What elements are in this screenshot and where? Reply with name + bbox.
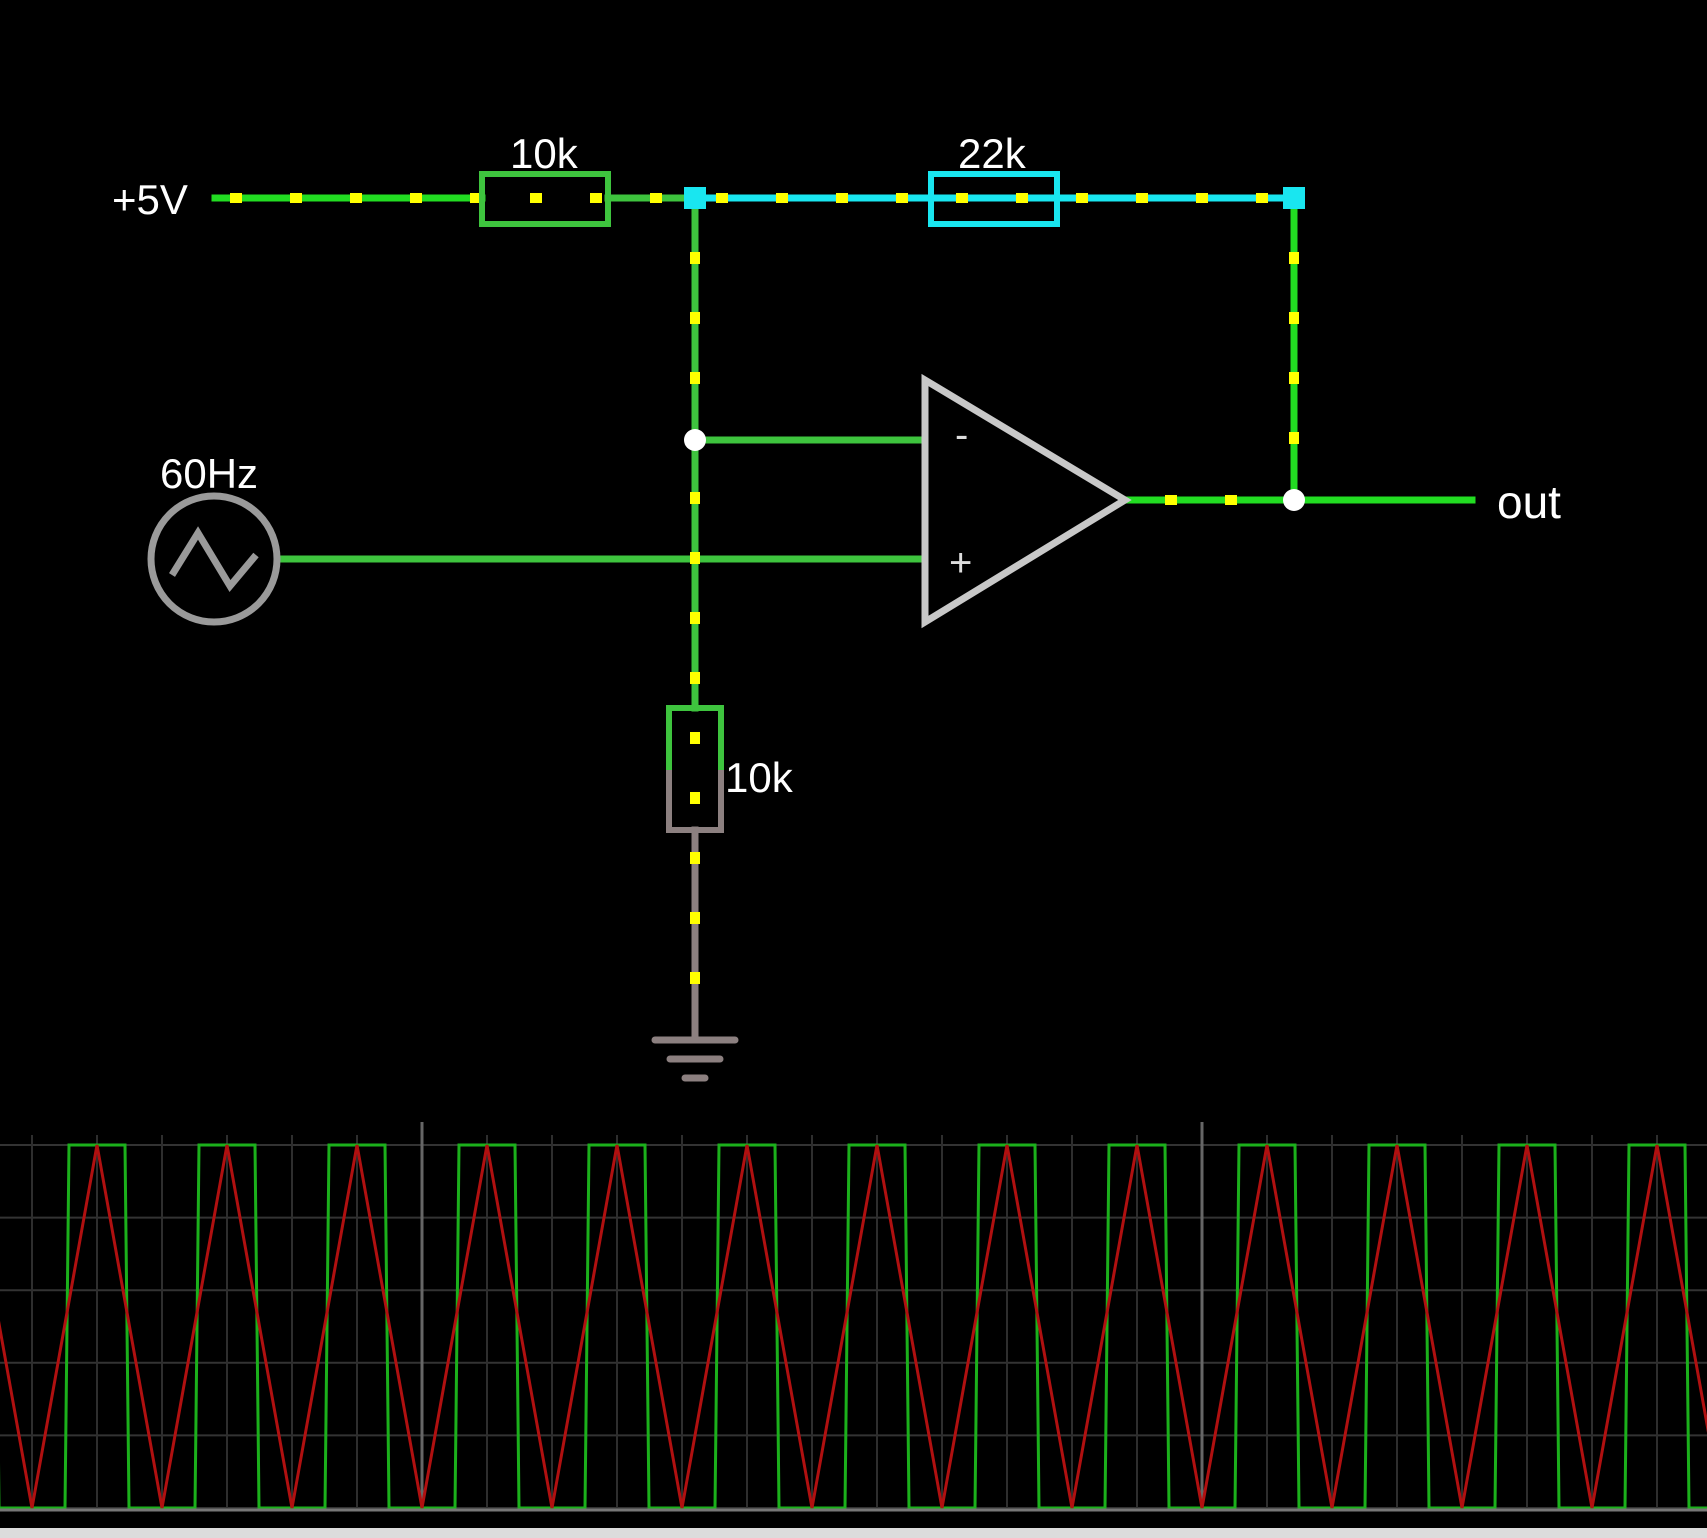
current-dots bbox=[230, 193, 1299, 1010]
resistor-ground-top-segment bbox=[666, 705, 724, 770]
supply-label: +5V bbox=[112, 176, 188, 223]
sine-wave-icon bbox=[169, 526, 259, 593]
resistor-input-label: 10k bbox=[510, 130, 579, 177]
node-inverting[interactable] bbox=[684, 429, 706, 451]
resistor-ground[interactable] bbox=[666, 705, 724, 833]
opamp[interactable] bbox=[921, 373, 1132, 629]
output-label: out bbox=[1497, 476, 1561, 528]
resistor-ground-label: 10k bbox=[725, 754, 794, 801]
resistor-feedback[interactable] bbox=[928, 171, 1060, 227]
opamp-minus-label: - bbox=[955, 413, 968, 457]
opamp-plus-label: + bbox=[949, 541, 972, 585]
scope-bottom-bar bbox=[0, 1528, 1707, 1538]
ac-source[interactable] bbox=[147, 492, 281, 626]
scope-trace-triangle bbox=[0, 1144, 1707, 1509]
scope[interactable] bbox=[0, 1118, 1707, 1538]
ground-icon bbox=[651, 1036, 739, 1082]
node-top-right[interactable] bbox=[1283, 187, 1305, 209]
scope-trace-square bbox=[0, 1143, 1707, 1510]
node-top-left[interactable] bbox=[684, 187, 706, 209]
node-output[interactable] bbox=[1283, 489, 1305, 511]
resistor-feedback-label: 22k bbox=[958, 130, 1027, 177]
source-label: 60Hz bbox=[160, 450, 258, 497]
resistor-input[interactable] bbox=[479, 171, 611, 227]
